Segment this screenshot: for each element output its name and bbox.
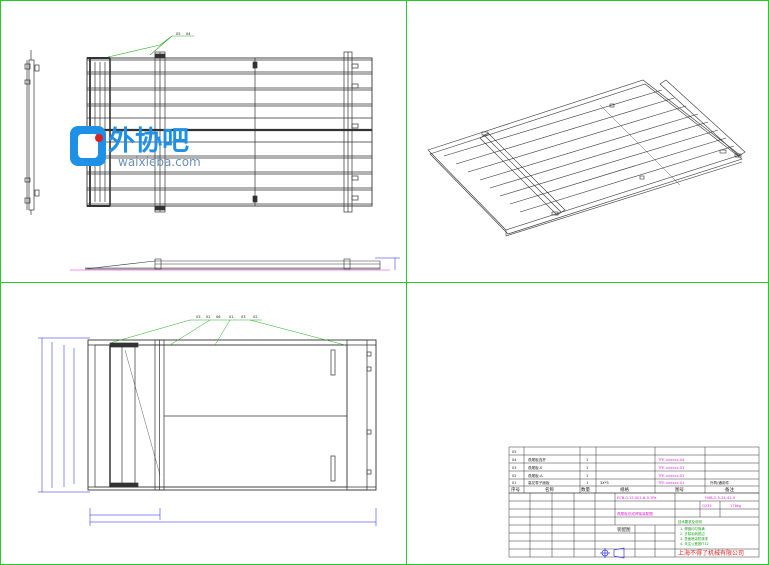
bom-header-name: 名称 (545, 486, 554, 493)
front-callouts: 03 02 06 01 03 02 (109, 315, 346, 346)
title-note-3: 3. 表面喷涂防锈漆 (680, 536, 709, 541)
bom-header-note: 备注 (725, 486, 734, 493)
title-note-1: 1. 焊缝均匀饱满 (680, 526, 705, 531)
watermark-name: 外协吧 (108, 126, 189, 157)
bom-row-01-name: 高花零子面板 (528, 480, 550, 485)
bom-row-02-drawing: TFE-xxxxxx-02 (657, 474, 684, 478)
title-note-4: 4. 未注公差按IT12 (680, 541, 709, 546)
front-callout-06: 06 (216, 315, 221, 319)
title-block (508, 492, 760, 558)
bom-row-04-qty: 1 (586, 458, 588, 462)
bom-row-01-no: 01 (512, 481, 517, 485)
plan-bars (87, 71, 372, 191)
bom-header-drawing: 图号 (675, 487, 684, 493)
front-callout-01: 01 (229, 315, 234, 319)
bom-row-04-drawing: TFE-xxxxxx-04 (657, 458, 685, 462)
bom-row-03-no: 03 (512, 466, 517, 470)
front-callout-03b: 03 (241, 315, 246, 319)
bom-row-01-spec: 3X*5 (600, 481, 609, 485)
bom-row-02-qty: 1 (586, 474, 588, 478)
bom-row-03-name: 燕尾板-E (528, 465, 543, 470)
title-notes-title: 技术要求及说明 (678, 519, 702, 524)
bom-header-no: 序号 (511, 486, 520, 493)
title-weight: 176kg (730, 504, 741, 508)
bom-row-04-no: 04 (512, 458, 517, 462)
title-block-text: ECB-0.12-001-6-0.1Pa HXB-2-5-24-41-0 Q23… (617, 496, 744, 557)
isometric-view (427, 79, 746, 237)
plan-callout-04: 04 (186, 32, 191, 36)
bom-row-01-drawing: TFE-xxxxxx-01 (657, 481, 684, 485)
title-note-2: 2. 去除毛刺锐边 (680, 531, 705, 536)
bom-row-05-no: 05 (512, 450, 517, 454)
bom-row-04-name: 燕尾板连杆 (528, 457, 546, 462)
projection-symbol-icon (600, 547, 625, 559)
bom-row-02-name: 燕尾板-A (528, 473, 543, 478)
bom-row-03-drawing: TFE-xxxxxx-03 (657, 466, 684, 470)
bom-table (508, 446, 760, 494)
watermark-logo: 外协吧 waixieba.com (70, 126, 201, 169)
bom-row-02-no: 02 (512, 474, 517, 478)
title-company: 上海不得了机械有限公司 (678, 549, 744, 557)
plan-callouts: 05 04 (107, 32, 194, 58)
plan-callout-05: 05 (176, 32, 181, 36)
elevation-strip (70, 257, 400, 271)
title-doc-type: 装配图 (617, 526, 631, 533)
front-dimensions (38, 337, 377, 526)
bom-rows: 05 04 燕尾板连杆 1 TFE-xxxxxx-04 03 燕尾板-E 1 T… (511, 450, 734, 493)
bom-header-qty: 数量 (581, 486, 590, 493)
bom-row-01-qty: 1 (586, 481, 588, 485)
front-callout-02b: 02 (253, 315, 258, 319)
plan-view (24, 50, 373, 215)
bom-row-03-qty: 1 (586, 466, 588, 470)
bom-header-spec: 规格 (620, 486, 629, 493)
title-drawing-no: HXB-2-5-24-41-0 (705, 496, 736, 500)
title-part-name: 燕尾板总成焊接装配图 (617, 511, 653, 516)
title-material: Q235 (702, 504, 712, 508)
bom-row-01-note: 外购/通用件 (710, 480, 730, 485)
watermark-url: waixieba.com (118, 155, 201, 169)
title-product-code: ECB-0.12-001-6-0.1Pa (617, 496, 657, 500)
side-elevation (24, 50, 40, 215)
front-callout-02: 02 (206, 315, 211, 319)
front-view (87, 339, 377, 491)
front-callout-03: 03 (196, 315, 201, 319)
